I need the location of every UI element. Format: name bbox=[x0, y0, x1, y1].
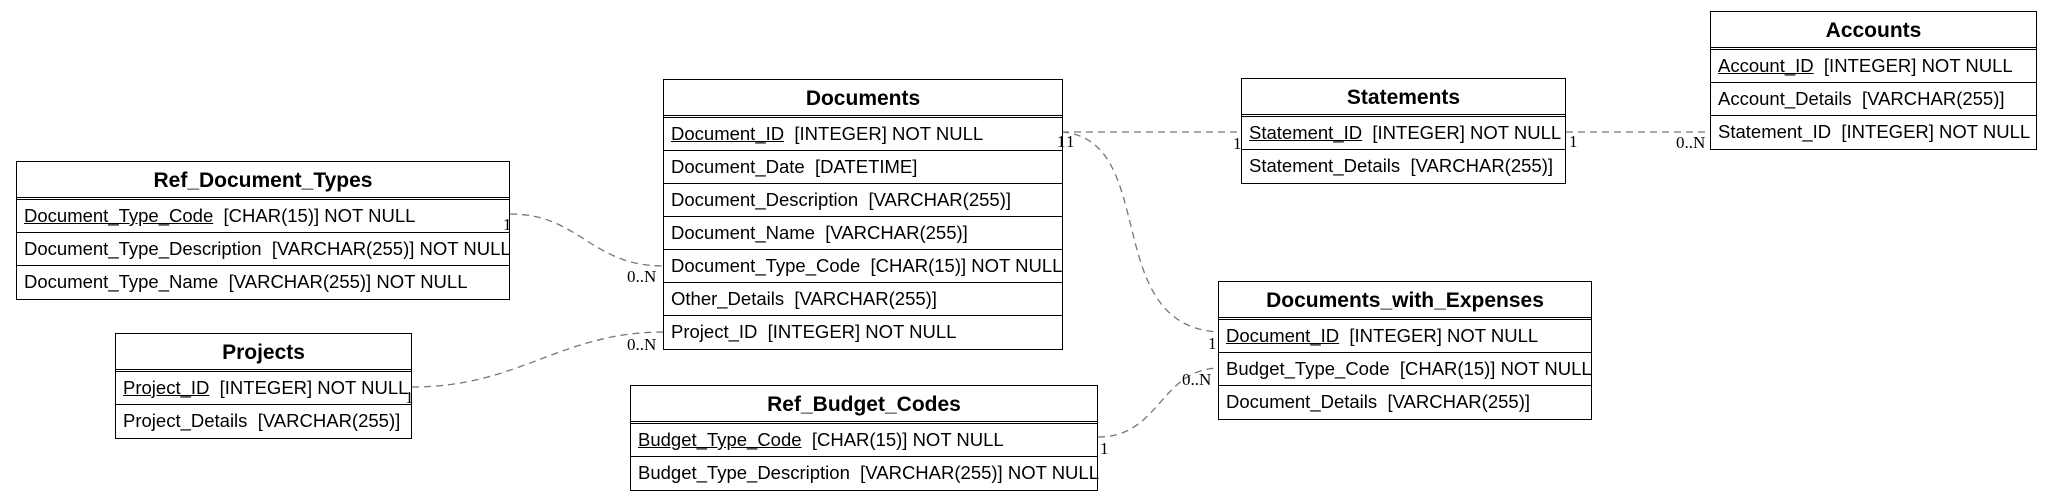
cardinality-many: 0..N bbox=[1182, 370, 1212, 389]
attribute-name-pk: Account_ID bbox=[1718, 55, 1814, 76]
entity-title: Documents bbox=[664, 80, 1062, 118]
cardinality-many: 0..N bbox=[1676, 133, 1706, 152]
cardinality-one: 1 bbox=[1066, 132, 1075, 151]
attribute-row[interactable]: Budget_Type_Description [VARCHAR(255)] N… bbox=[631, 457, 1099, 490]
attribute-name: Account_Details bbox=[1718, 88, 1852, 109]
attribute-row[interactable]: Account_ID [INTEGER] NOT NULL bbox=[1711, 50, 2036, 83]
cardinality-one: 1 bbox=[1208, 334, 1217, 353]
attribute-name-pk: Statement_ID bbox=[1249, 122, 1363, 143]
attribute-type: [DATETIME] bbox=[814, 156, 918, 177]
cardinality-many: 0..N bbox=[627, 335, 657, 354]
attribute-row[interactable]: Project_ID [INTEGER] NOT NULL bbox=[664, 316, 1062, 349]
attribute-name-pk: Project_ID bbox=[123, 377, 210, 398]
entity-title: Projects bbox=[116, 334, 411, 372]
entity-statements[interactable]: Statements Statement_ID [INTEGER] NOT NU… bbox=[1241, 78, 1566, 184]
attribute-name: Document_Type_Name bbox=[24, 271, 219, 292]
entity-documents[interactable]: Documents Document_ID [INTEGER] NOT NULL… bbox=[663, 79, 1063, 350]
entity-title: Ref_Document_Types bbox=[17, 162, 509, 200]
attribute-row[interactable]: Document_Type_Description [VARCHAR(255)]… bbox=[17, 233, 511, 266]
attribute-name: Project_ID bbox=[671, 321, 758, 342]
entity-title: Statements bbox=[1242, 79, 1565, 117]
attribute-row[interactable]: Document_Details [VARCHAR(255)] bbox=[1219, 386, 1591, 419]
cardinality-one: 1 bbox=[405, 388, 414, 407]
link-doctypes-documents bbox=[509, 213, 665, 267]
attribute-name-pk: Document_ID bbox=[671, 123, 785, 144]
attribute-name: Budget_Type_Code bbox=[1226, 358, 1390, 379]
attribute-name: Statement_ID bbox=[1718, 121, 1832, 142]
link-projects-documents bbox=[411, 331, 665, 388]
attribute-row[interactable]: Document_Type_Name [VARCHAR(255)] NOT NU… bbox=[17, 266, 509, 299]
attribute-type: [VARCHAR(255)] bbox=[794, 288, 937, 309]
attribute-type: [INTEGER] NOT NULL bbox=[767, 321, 957, 342]
attribute-name: Document_Type_Code bbox=[671, 255, 861, 276]
entity-ref-document-types[interactable]: Ref_Document_Types Document_Type_Code [C… bbox=[16, 161, 511, 300]
attribute-type: [VARCHAR(255)] NOT NULL bbox=[228, 271, 468, 292]
attribute-name: Document_Date bbox=[671, 156, 805, 177]
attribute-type: [INTEGER] NOT NULL bbox=[1349, 325, 1539, 346]
attribute-name-pk: Document_ID bbox=[1226, 325, 1340, 346]
attribute-row[interactable]: Document_ID [INTEGER] NOT NULL bbox=[664, 118, 1062, 151]
attribute-row[interactable]: Document_Description [VARCHAR(255)] bbox=[664, 184, 1062, 217]
attribute-type: [VARCHAR(255)] bbox=[1861, 88, 2005, 109]
attribute-type: [VARCHAR(255)] bbox=[1387, 391, 1530, 412]
attribute-type: [INTEGER] NOT NULL bbox=[1823, 55, 2013, 76]
entity-documents-with-expenses[interactable]: Documents_with_Expenses Document_ID [INT… bbox=[1218, 281, 1592, 420]
attribute-row[interactable]: Other_Details [VARCHAR(255)] bbox=[664, 283, 1062, 316]
attribute-name: Statement_Details bbox=[1249, 155, 1401, 176]
entity-title: Ref_Budget_Codes bbox=[631, 386, 1097, 424]
attribute-row[interactable]: Document_Name [VARCHAR(255)] bbox=[664, 217, 1062, 250]
link-budget-expenses bbox=[1097, 367, 1219, 438]
attribute-row[interactable]: Document_ID [INTEGER] NOT NULL bbox=[1219, 320, 1591, 353]
attribute-row[interactable]: Project_ID [INTEGER] NOT NULL bbox=[116, 372, 411, 405]
attribute-row[interactable]: Statement_Details [VARCHAR(255)] bbox=[1242, 150, 1565, 183]
attribute-name: Budget_Type_Description bbox=[638, 462, 850, 483]
attribute-row[interactable]: Budget_Type_Code [CHAR(15)] NOT NULL bbox=[1219, 353, 1592, 386]
attribute-type: [VARCHAR(255)] NOT NULL bbox=[860, 462, 1099, 483]
attribute-row[interactable]: Document_Type_Code [CHAR(15)] NOT NULL bbox=[664, 250, 1062, 283]
attribute-row[interactable]: Statement_ID [INTEGER] NOT NULL bbox=[1242, 117, 1565, 150]
attribute-name: Other_Details bbox=[671, 288, 785, 309]
attribute-name-pk: Budget_Type_Code bbox=[638, 429, 802, 450]
cardinality-many: 0..N bbox=[627, 267, 657, 286]
attribute-row[interactable]: Project_Details [VARCHAR(255)] bbox=[116, 405, 411, 438]
attribute-name: Document_Description bbox=[671, 189, 859, 210]
attribute-type: [INTEGER] NOT NULL bbox=[219, 377, 409, 398]
attribute-name: Project_Details bbox=[123, 410, 248, 431]
attribute-name: Document_Details bbox=[1226, 391, 1378, 412]
attribute-row[interactable]: Budget_Type_Code [CHAR(15)] NOT NULL bbox=[631, 424, 1097, 457]
entity-accounts[interactable]: Accounts Account_ID [INTEGER] NOT NULL A… bbox=[1710, 11, 2037, 150]
attribute-row[interactable]: Account_Details [VARCHAR(255)] bbox=[1711, 83, 2036, 116]
attribute-type: [CHAR(15)] NOT NULL bbox=[811, 429, 1004, 450]
attribute-row[interactable]: Document_Type_Code [CHAR(15)] NOT NULL bbox=[17, 200, 509, 233]
link-documents-expenses bbox=[1061, 131, 1219, 333]
attribute-row[interactable]: Document_Date [DATETIME] bbox=[664, 151, 1062, 184]
entity-title: Documents_with_Expenses bbox=[1219, 282, 1591, 320]
attribute-type: [INTEGER] NOT NULL bbox=[794, 123, 984, 144]
attribute-name: Document_Type_Description bbox=[24, 238, 262, 259]
cardinality-one: 1 bbox=[503, 215, 512, 234]
cardinality-one: 1 bbox=[1569, 132, 1578, 151]
attribute-type: [VARCHAR(255)] bbox=[825, 222, 968, 243]
entity-title: Accounts bbox=[1711, 12, 2036, 50]
cardinality-one: 1 bbox=[1100, 439, 1109, 458]
entity-ref-budget-codes[interactable]: Ref_Budget_Codes Budget_Type_Code [CHAR(… bbox=[630, 385, 1099, 491]
attribute-name: Document_Name bbox=[671, 222, 815, 243]
attribute-type: [CHAR(15)] NOT NULL bbox=[870, 255, 1063, 276]
attribute-type: [CHAR(15)] NOT NULL bbox=[223, 205, 416, 226]
attribute-row[interactable]: Statement_ID [INTEGER] NOT NULL bbox=[1711, 116, 2036, 149]
cardinality-one: 1 bbox=[1233, 134, 1242, 153]
attribute-type: [VARCHAR(255)] bbox=[868, 189, 1011, 210]
attribute-type: [CHAR(15)] NOT NULL bbox=[1399, 358, 1592, 379]
attribute-type: [INTEGER] NOT NULL bbox=[1372, 122, 1562, 143]
attribute-type: [INTEGER] NOT NULL bbox=[1841, 121, 2031, 142]
attribute-type: [VARCHAR(255)] bbox=[1410, 155, 1554, 176]
entity-projects[interactable]: Projects Project_ID [INTEGER] NOT NULL P… bbox=[115, 333, 412, 439]
cardinality-one: 1 bbox=[1057, 132, 1066, 151]
attribute-type: [VARCHAR(255)] bbox=[257, 410, 401, 431]
attribute-type: [VARCHAR(255)] NOT NULL bbox=[271, 238, 511, 259]
attribute-name-pk: Document_Type_Code bbox=[24, 205, 214, 226]
